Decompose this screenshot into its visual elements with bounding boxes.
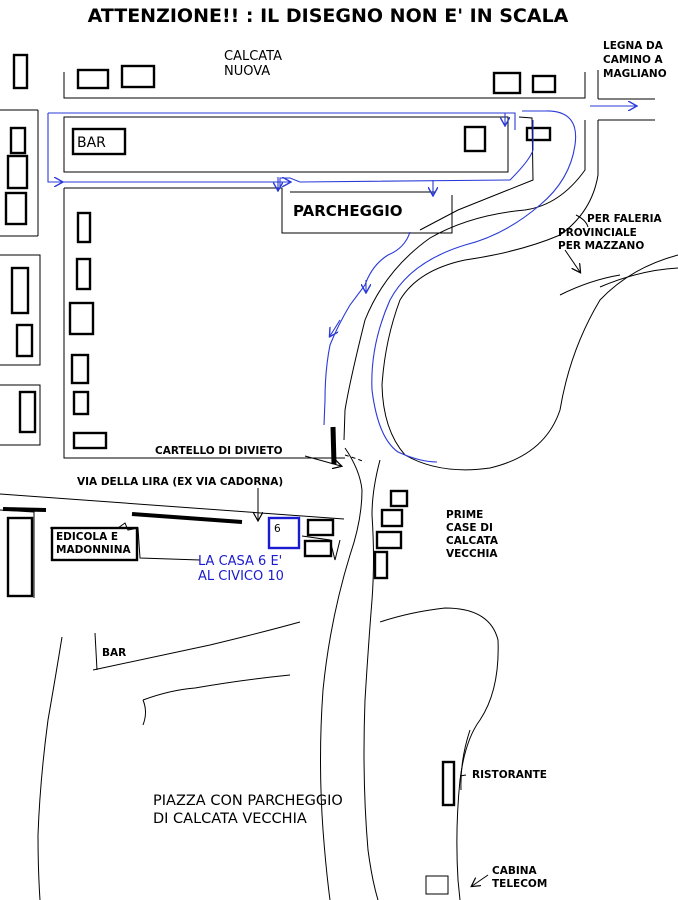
svg-text:CAMINO A: CAMINO A [603, 54, 664, 66]
label-ristorante: RISTORANTE [472, 769, 547, 781]
svg-text:6: 6 [274, 523, 281, 535]
svg-text:AL CIVICO 10: AL CIVICO 10 [198, 569, 284, 584]
sign-post [330, 426, 337, 465]
svg-text:MAGLIANO: MAGLIANO [603, 68, 667, 80]
svg-text:NUOVA: NUOVA [224, 64, 270, 79]
bar-top: BAR [71, 127, 127, 156]
label-casa: LA CASA 6 E' [198, 554, 282, 569]
label-cabina: CABINA [492, 865, 538, 877]
label-prime-case: PRIME [446, 509, 483, 521]
map-title: ATTENZIONE!! : IL DISEGNO NON E' IN SCAL… [88, 5, 569, 27]
svg-text:BAR: BAR [77, 135, 106, 151]
thick-lines [2, 426, 337, 524]
label-bar-bottom: BAR [102, 647, 126, 659]
svg-text:DI CALCATA VECCHIA: DI CALCATA VECCHIA [153, 811, 307, 827]
pointer-lines [258, 214, 589, 886]
label-parcheggio: PARCHEGGIO [293, 202, 403, 220]
label-provinciale: PROVINCIALE [558, 227, 637, 239]
label-legna: LEGNA DA [603, 40, 664, 52]
svg-text:CASE DI: CASE DI [446, 522, 493, 534]
svg-text:CALCATA: CALCATA [446, 535, 499, 547]
roads [0, 70, 678, 900]
edicola: EDICOLA E MADONNINA [50, 526, 139, 562]
label-calcata-nuova: CALCATA [224, 49, 282, 64]
casa-6: 6 [267, 516, 301, 550]
buildings-lower [303, 489, 456, 807]
svg-text:TELECOM: TELECOM [492, 878, 547, 890]
buildings-calcata-nuova [68, 64, 557, 450]
route-path [47, 106, 636, 463]
label-via-lira: VIA DELLA LIRA (EX VIA CADORNA) [77, 476, 283, 488]
label-faleria: PER FALERIA [587, 213, 663, 225]
label-piazza: PIAZZA CON PARCHEGGIO [153, 793, 343, 809]
svg-text:EDICOLA E: EDICOLA E [56, 531, 118, 543]
buildings-left [4, 53, 37, 598]
svg-text:MADONNINA: MADONNINA [56, 544, 131, 556]
svg-text:PER MAZZANO: PER MAZZANO [558, 240, 644, 252]
svg-text:VECCHIA: VECCHIA [446, 548, 498, 560]
labels: CALCATA NUOVA LEGNA DA CAMINO A MAGLIANO… [77, 40, 667, 890]
label-cartello: CARTELLO DI DIVIETO [155, 445, 283, 457]
